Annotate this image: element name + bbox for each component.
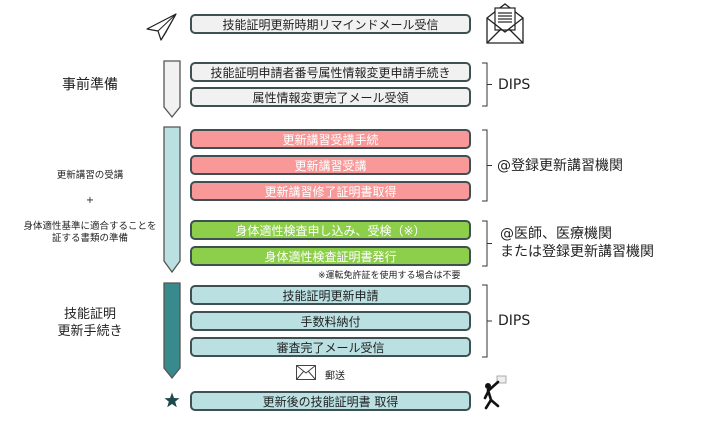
step-attribute-change-complete-mail: 属性情報変更完了メール受領: [190, 87, 471, 107]
organization-course-institution: @登録更新講習機関: [497, 158, 623, 174]
phase-arrow-renewal: [163, 282, 181, 380]
step-reminder-mail: 技能証明更新時期リマインドメール受信: [190, 14, 471, 34]
phase-arrow-course: [163, 126, 181, 274]
mail-label: 郵送: [325, 371, 345, 382]
step-fee-payment: 手数料納付: [190, 311, 471, 331]
envelope-icon: [296, 365, 316, 380]
phase-label-renewal-line1: 技能証明: [63, 307, 116, 322]
phase-label-course-line3: 証する書類の準備: [51, 233, 128, 244]
phase-label-pre-preparation: 事前準備: [62, 77, 118, 93]
bracket-dips-2: [482, 284, 492, 358]
organization-dips-2: DIPS: [498, 313, 531, 329]
phase-label-renewal-line2: 更新手続き: [57, 324, 123, 339]
step-physical-exam-application: 身体適性検査申し込み、受検（※）: [190, 220, 471, 240]
step-new-certificate-obtained: 更新後の技能証明書 取得: [190, 391, 471, 411]
running-person-icon: [483, 375, 507, 410]
step-course-registration: 更新講習受講手続: [190, 129, 471, 149]
step-course-certificate: 更新講習修了証明書取得: [190, 181, 471, 201]
step-course-attendance: 更新講習受講: [190, 155, 471, 175]
star-icon: [164, 392, 180, 408]
phase-label-course-plus: +: [86, 195, 94, 206]
step-review-complete-mail: 審査完了メール受信: [190, 337, 471, 357]
phase-label-course-line1: 更新講習の受講: [56, 170, 124, 181]
step-attribute-change-application: 技能証明申請者番号属性情報変更申請手続き: [190, 62, 471, 82]
paper-plane-icon: [146, 13, 177, 41]
step-renewal-application: 技能証明更新申請: [190, 285, 471, 305]
drivers-license-note: ※運転免許証を使用する場合は不要: [318, 271, 461, 281]
bracket-course-institution: [482, 129, 492, 202]
organization-dips-1: DIPS: [498, 77, 531, 93]
phase-label-course-line2: 身体適性基準に適合することを: [23, 221, 157, 232]
organization-medical-line2: または登録更新講習機関: [500, 244, 654, 260]
bracket-dips-1: [482, 62, 492, 107]
phase-arrow-pre-preparation: [163, 60, 181, 119]
organization-medical-line1: @医師、医療機関: [500, 226, 612, 242]
open-envelope-icon: [486, 3, 524, 44]
bracket-medical-institution: [482, 220, 492, 267]
step-physical-exam-certificate: 身体適性検査証明書発行: [190, 246, 471, 266]
